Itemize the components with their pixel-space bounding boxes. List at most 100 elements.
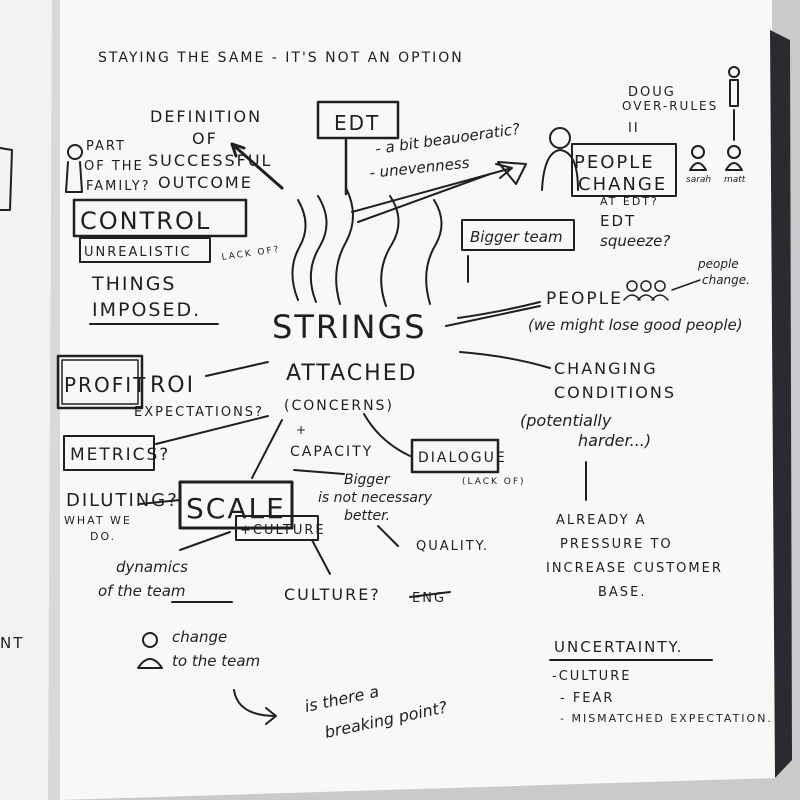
bigger-line3: better. bbox=[344, 508, 390, 524]
things-label: THINGS bbox=[91, 273, 177, 295]
center-to-edt-line bbox=[357, 173, 491, 223]
at-edt-label: AT EDT? bbox=[600, 195, 659, 208]
strings-label: STRINGS bbox=[272, 308, 427, 346]
people-group-icon bbox=[623, 280, 669, 301]
family-person-icon bbox=[65, 144, 83, 193]
sarah-person-icon bbox=[689, 145, 707, 171]
capacity-connector bbox=[293, 469, 345, 475]
page-title: STAYING THE SAME - IT'S NOT AN OPTION bbox=[98, 50, 464, 66]
people-change-note2: change. bbox=[702, 273, 750, 287]
definition-arrow bbox=[230, 142, 284, 190]
profit-label: PROFIT bbox=[64, 373, 147, 397]
profit-box-inner bbox=[61, 359, 139, 405]
culture-connector bbox=[311, 539, 331, 575]
people-change-line2: CHANGE bbox=[578, 174, 667, 195]
metrics-label: METRICS? bbox=[70, 445, 170, 465]
dialogue-lack-label: (LACK OF) bbox=[462, 477, 526, 487]
dialogue-connector bbox=[363, 413, 411, 457]
dialogue-label: DIALOGUE bbox=[418, 450, 507, 466]
edt-squeeze-line1: EDT bbox=[600, 212, 636, 230]
definition-line3: SUCCESSFUL bbox=[148, 151, 272, 170]
concerns-label: (CONCERNS) bbox=[284, 398, 394, 414]
dynamics-line2: of the team bbox=[98, 582, 186, 600]
left-page bbox=[0, 0, 62, 800]
people-change-line1: PEOPLE bbox=[574, 152, 655, 173]
quality-label: QUALITY. bbox=[416, 539, 489, 554]
scale-label: SCALE bbox=[186, 492, 286, 525]
matt-person-icon bbox=[725, 145, 743, 171]
changing-line4: harder...) bbox=[578, 431, 651, 450]
diluting-label: DILUTING? bbox=[66, 490, 179, 511]
imposed-label: IMPOSED. bbox=[92, 299, 201, 321]
uncertainty-culture: -CULTURE bbox=[552, 669, 631, 684]
change-person-icon bbox=[137, 632, 163, 669]
center-to-people-line bbox=[445, 305, 541, 327]
bigger-team-label: Bigger team bbox=[470, 228, 563, 246]
edt-label: EDT bbox=[334, 111, 380, 135]
plus-capacity-1: + bbox=[296, 423, 308, 437]
changing-line1: CHANGING bbox=[554, 359, 658, 378]
change-line2: to the team bbox=[172, 652, 260, 670]
plus-capacity-2: CAPACITY bbox=[290, 444, 373, 460]
already-line1: ALREADY A bbox=[556, 513, 647, 528]
edt-box bbox=[316, 100, 400, 140]
bigger-team-box bbox=[461, 219, 575, 251]
roi-label: ROI bbox=[150, 373, 195, 398]
part-line3: FAMILY? bbox=[86, 179, 151, 194]
plus-culture-label: +CULTURE bbox=[240, 523, 326, 538]
uncertainty-mismatched: - MISMATCHED EXPECTATION. bbox=[560, 712, 773, 725]
edt-squeeze-line2: squeeze? bbox=[600, 232, 670, 250]
people-change-connector bbox=[671, 279, 701, 291]
metrics-box bbox=[63, 435, 155, 471]
breaking-arrow bbox=[233, 689, 277, 725]
bigger-line1: Bigger bbox=[344, 472, 391, 488]
changing-line3: (potentially bbox=[520, 411, 612, 430]
scale-to-center-line bbox=[251, 419, 283, 479]
people-change-box bbox=[571, 143, 677, 197]
left-page-fragment: NT bbox=[0, 634, 24, 652]
culture-question-label: CULTURE? bbox=[284, 585, 381, 604]
unrealistic-label: UNREALISTIC bbox=[84, 245, 192, 260]
people-note: (we might lose good people) bbox=[528, 316, 743, 334]
already-line3: INCREASE CUSTOMER bbox=[546, 561, 723, 576]
strings-squiggles bbox=[291, 187, 443, 307]
doug-equals: II bbox=[628, 121, 640, 136]
dynamics-connector bbox=[179, 531, 231, 551]
edt-arrowhead bbox=[497, 161, 527, 185]
people-label: PEOPLE bbox=[546, 289, 623, 309]
definition-line1: DEFINITION bbox=[150, 107, 262, 126]
what-we-line2: DO. bbox=[90, 530, 116, 543]
doug-label: DOUG bbox=[628, 85, 676, 100]
changing-line2: CONDITIONS bbox=[554, 383, 676, 402]
sarah-label: sarah bbox=[686, 175, 711, 185]
changing-connector bbox=[459, 351, 551, 369]
part-line1: PART bbox=[86, 139, 126, 154]
uncertainty-label: UNCERTAINTY. bbox=[554, 638, 683, 656]
roi-connector bbox=[205, 361, 269, 377]
bigger-line2: is not necessary bbox=[318, 490, 433, 506]
notebook-cover-edge bbox=[770, 30, 792, 778]
unrealistic-box bbox=[79, 237, 211, 263]
dynamics-line1: dynamics bbox=[116, 558, 188, 576]
tall-person-icon bbox=[728, 66, 740, 141]
eng-strikethrough bbox=[409, 591, 451, 598]
people-connector bbox=[457, 301, 541, 319]
quality-connector bbox=[377, 525, 399, 547]
uncertainty-fear: - FEAR bbox=[560, 691, 614, 706]
metrics-connector bbox=[155, 415, 269, 445]
attached-label: ATTACHED bbox=[286, 361, 418, 386]
people-change-note1: people bbox=[697, 257, 739, 271]
part-line2: OF THE bbox=[84, 159, 144, 174]
what-we-line1: WHAT WE bbox=[64, 514, 132, 527]
expectations-label: EXPECTATIONS? bbox=[134, 405, 264, 420]
doug-overrules-label: OVER-RULES bbox=[622, 99, 718, 113]
control-label: CONTROL bbox=[80, 207, 211, 235]
plus-culture-box bbox=[235, 515, 319, 541]
diluting-connector bbox=[139, 499, 181, 505]
definition-line4: OUTCOME bbox=[158, 173, 253, 192]
left-page-box bbox=[0, 147, 13, 211]
already-line4: BASE. bbox=[598, 585, 646, 600]
profit-box bbox=[56, 354, 144, 410]
